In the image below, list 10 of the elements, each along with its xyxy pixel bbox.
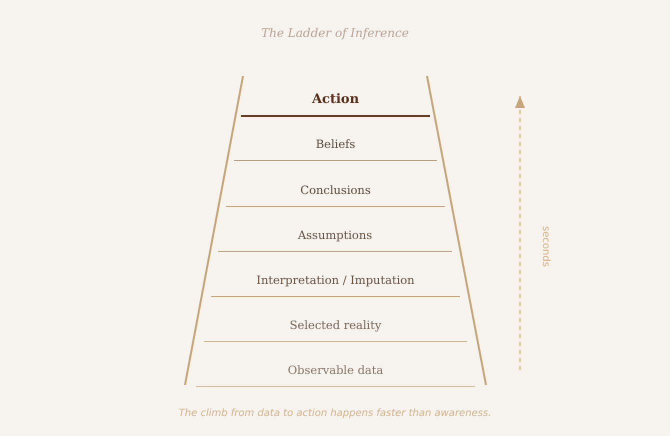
axis-label: seconds bbox=[540, 226, 551, 267]
ladder-rung: Action bbox=[241, 92, 430, 116]
caption: The climb from data to action happens faster than awareness. bbox=[178, 408, 492, 419]
ladder-rung: Assumptions bbox=[218, 228, 452, 252]
ladder-rung: Interpretation / Imputation bbox=[211, 273, 460, 296]
ladder-rung: Selected reality bbox=[204, 318, 467, 342]
ladder-rung: Conclusions bbox=[226, 183, 445, 206]
diagram-title: The Ladder of Inference bbox=[260, 26, 410, 40]
ladder-rung: Beliefs bbox=[234, 137, 437, 160]
ladder-rung: Observable data bbox=[196, 363, 475, 386]
